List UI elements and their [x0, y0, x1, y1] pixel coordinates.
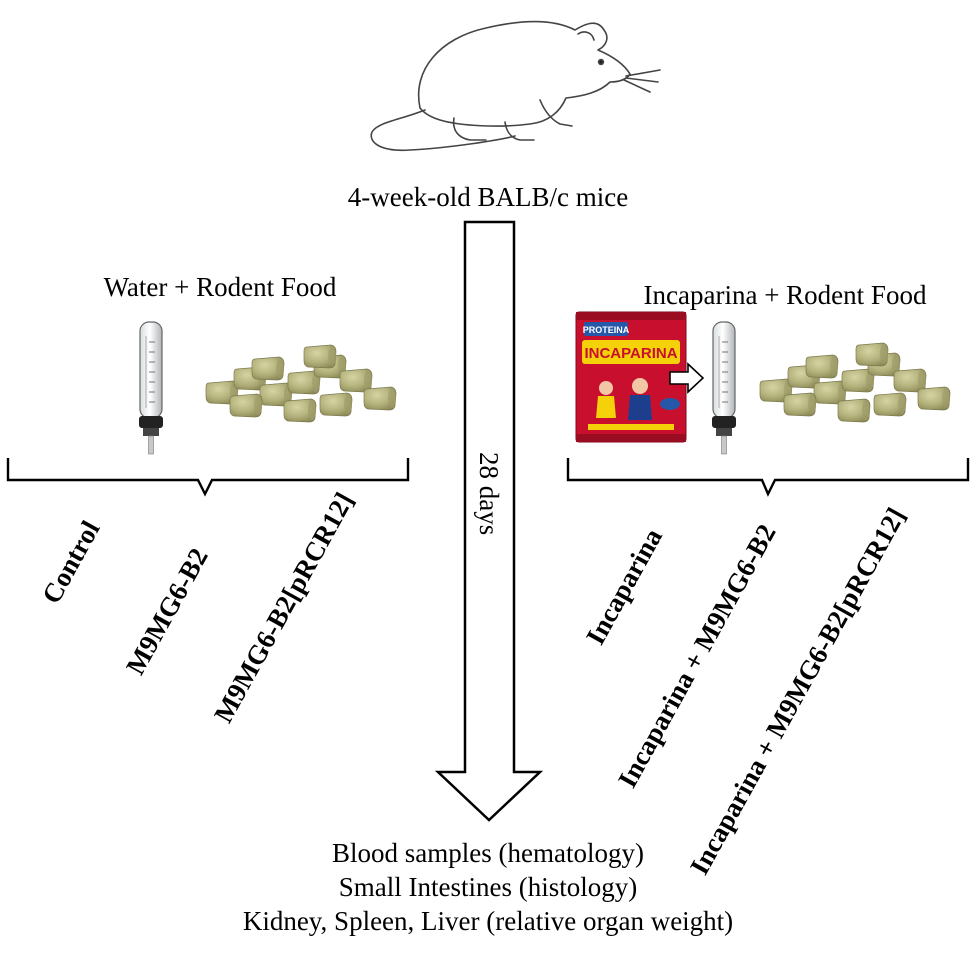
right-rodent-food-pellets — [759, 342, 951, 423]
right-water-bottle — [711, 321, 737, 455]
package-to-bottle-arrow — [669, 362, 705, 394]
outcome-blood-samples: Blood samples (hematology) — [332, 838, 644, 868]
outcome-organ-weight: Kidney, Spleen, Liver (relative organ we… — [242, 906, 734, 936]
package-brand-text: PROTEINA — [583, 325, 630, 335]
mouse-illustration — [370, 20, 661, 152]
left-rodent-food-pellets — [205, 344, 397, 423]
left-condition-label: Water + Rodent Food — [103, 272, 337, 302]
left-water-bottle — [138, 321, 164, 455]
subject-label: 4-week-old BALB/c mice — [347, 182, 629, 212]
incaparina-package: PROTEINA INCAPARINA — [575, 311, 687, 443]
left-group-brace — [6, 458, 410, 497]
right-group-brace — [566, 458, 970, 497]
outcome-small-intestines: Small Intestines (histology) — [338, 872, 638, 902]
timeline-arrow — [434, 220, 544, 822]
duration-label: 28 days — [474, 452, 504, 535]
right-condition-label: Incaparina + Rodent Food — [643, 280, 927, 310]
package-name-text: INCAPARINA — [584, 345, 677, 362]
